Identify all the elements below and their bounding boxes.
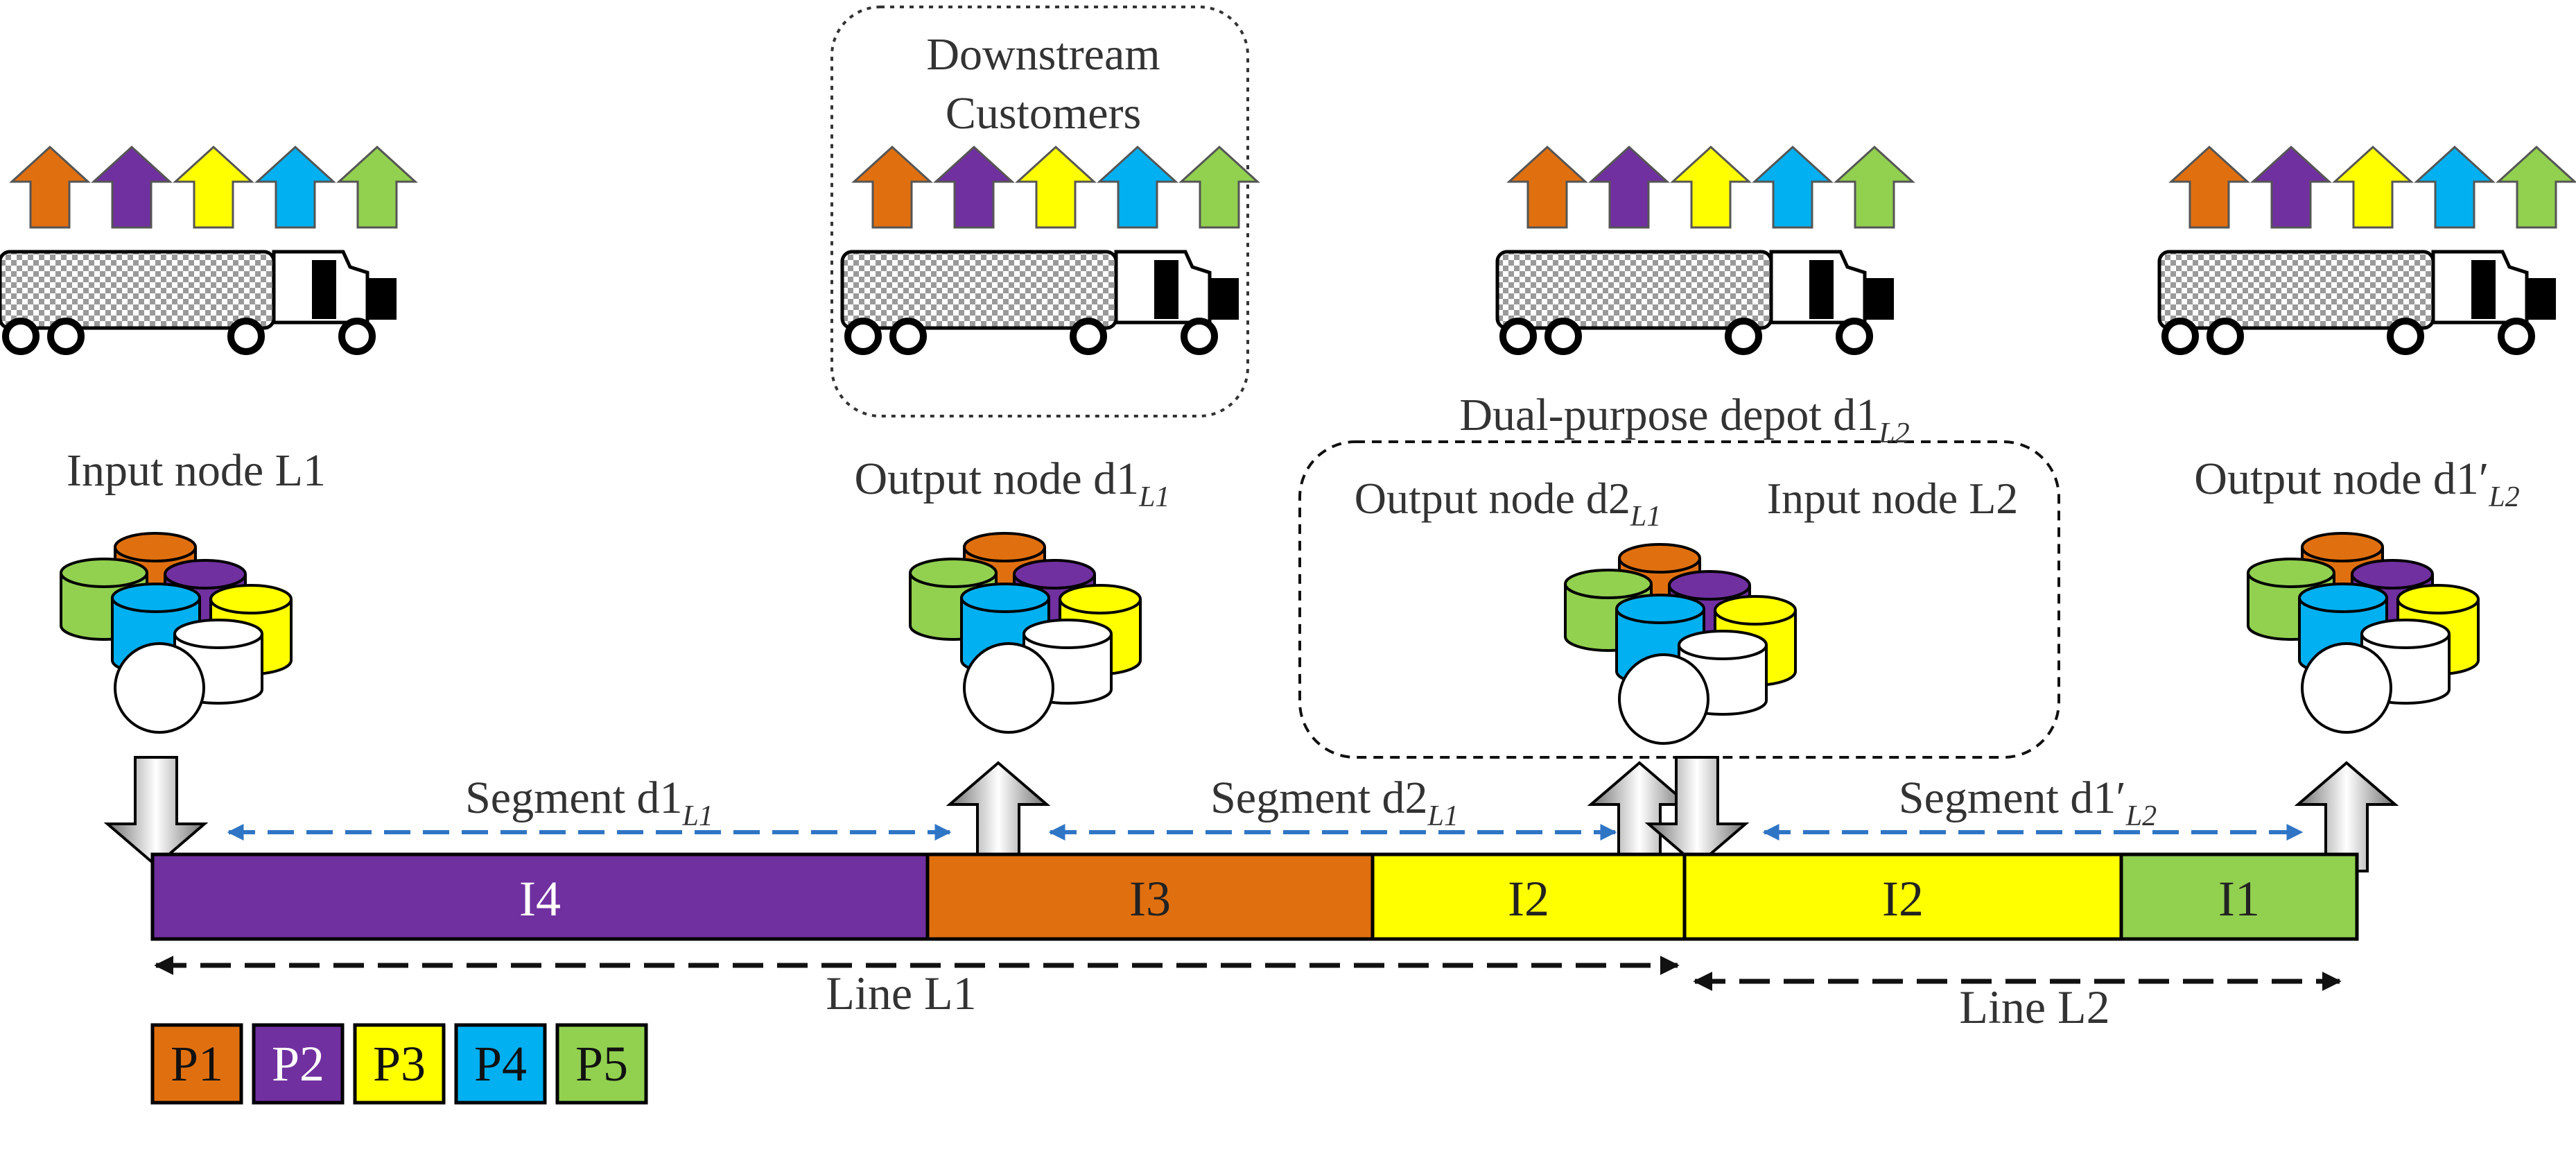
product-arrow-p1-icon [2170,146,2249,229]
output-node-d1prime-l2-label: Output node d1′L2 [2194,454,2519,513]
inventory-cylinders-icon [60,532,293,734]
line-segment-label: I1 [2218,871,2260,927]
inventory-cylinders-icon [2247,532,2480,734]
customers-box-line2: Customers [946,88,1141,139]
legend-swatch-p3 [353,1023,446,1105]
product-arrow-p5-icon [2497,146,2576,229]
product-legend: P1 P2 P3 P4 P5 [150,1023,648,1105]
product-arrow-p2-icon [2252,146,2331,229]
legend-swatch-p2 [252,1023,345,1105]
depot-title: Dual-purpose depot d1L2 [1459,390,1909,449]
legend-label-p2: P2 [272,1036,324,1092]
product-arrow-p5-icon [338,146,417,229]
output-node-d1-l1-label: Output node d1L1 [855,454,1170,513]
depot-input-node-label: Input node L2 [1767,474,2019,523]
product-arrow-p5-icon [1835,146,1914,229]
line-segment-label: I2 [1882,871,1924,927]
line-segment-label: I3 [1129,871,1171,927]
depot-output-node-label: Output node d2L1 [1355,474,1662,533]
line-l2-label: Line L2 [1959,981,2109,1033]
product-arrow-p3-icon [1671,146,1750,229]
line-segment-bar [925,852,1375,941]
segment-d1prime-l2-label: Segment d1′L2 [1899,773,2157,832]
input-down-arrow-icon [1647,756,1747,867]
inventory-cylinders-icon [1564,543,1797,745]
legend-swatch-p1 [150,1023,243,1105]
product-arrow-p2-icon [1590,146,1669,229]
product-arrow-p5-icon [1180,146,1259,229]
legend-label-p4: P4 [474,1036,527,1092]
legend-swatch-p4 [454,1023,547,1105]
line-segment-label: I4 [519,871,561,927]
inventory-cylinders-icon [909,532,1142,734]
product-arrow-p3-icon [174,146,253,229]
product-arrow-p1-icon [1508,146,1587,229]
legend-swatch-p5 [555,1023,648,1105]
product-arrow-p1-icon [10,146,89,229]
input-down-arrow-icon [106,756,206,867]
line-segment-bar [1682,852,2123,941]
product-arrow-p1-icon [853,146,932,229]
truck-icon [0,252,397,352]
truck-icon [2159,252,2556,352]
legend-label-p1: P1 [171,1036,223,1092]
product-arrow-p3-icon [1016,146,1095,229]
customers-box [830,6,1249,417]
line-l1-label: Line L1 [826,967,976,1019]
line-segment-label: I2 [1508,871,1549,927]
product-arrows [10,146,2576,229]
legend-label-p3: P3 [373,1036,426,1092]
legend-label-p5: P5 [575,1036,628,1092]
line-segment-bar [150,852,930,941]
customers-box-line1: Downstream [926,29,1160,80]
production-line-bars: I4 I3 I2 I2 I1 [150,852,2359,941]
product-arrow-p3-icon [2333,146,2412,229]
product-arrow-p2-icon [934,146,1013,229]
product-arrow-p4-icon [1753,146,1832,229]
line-segment-bar [2119,852,2359,941]
truck-icon [842,252,1239,352]
product-arrow-p4-icon [2415,146,2494,229]
truck-icon [1497,252,1894,352]
input-node-l1-label: Input node L1 [67,445,326,496]
segment-d2-l1-label: Segment d2L1 [1210,773,1459,832]
product-arrow-p4-icon [1098,146,1177,229]
product-arrow-p4-icon [256,146,335,229]
product-arrow-p2-icon [92,146,171,229]
segment-d1-l1-label: Segment d1L1 [465,773,713,832]
